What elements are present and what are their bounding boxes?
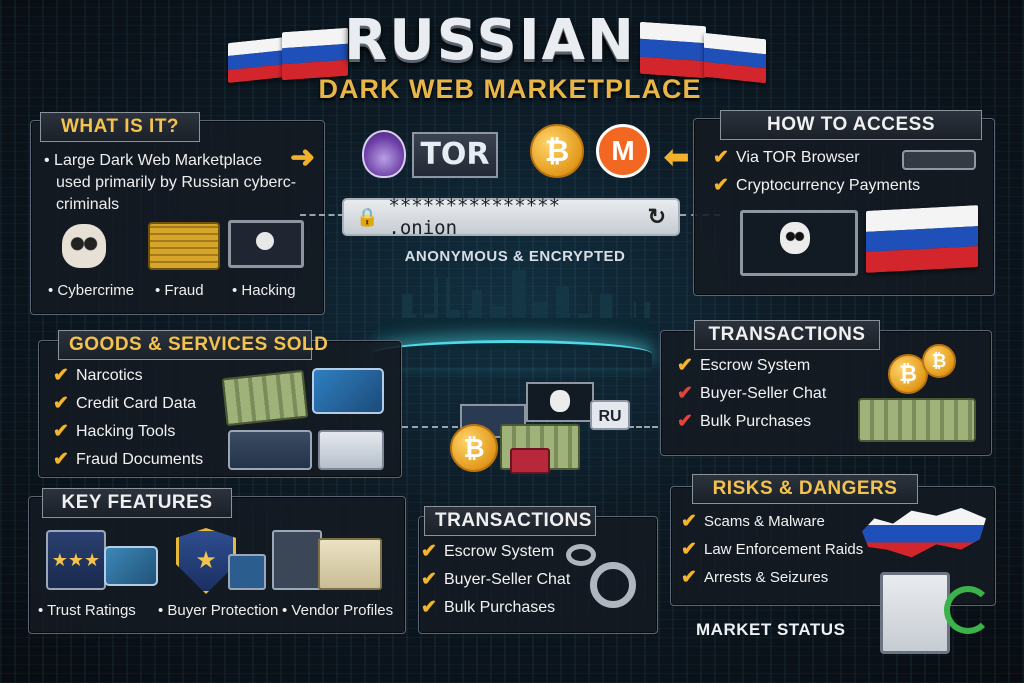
caption-vendor-profiles: • Vendor Profiles xyxy=(282,602,394,619)
russian-flag-icon xyxy=(640,21,706,79)
skull-icon xyxy=(780,222,810,254)
list-item: ✔Bulk Purchases xyxy=(420,594,570,622)
clipboard-icon xyxy=(880,572,950,654)
monero-icon: M xyxy=(596,124,650,178)
connector-line xyxy=(628,426,658,428)
tor-onion-icon xyxy=(362,130,406,178)
list-item: ✔Bulk Purchases xyxy=(676,408,826,436)
how-to-access-title: HOW TO ACCESS xyxy=(720,110,982,140)
page-title: RUSSIAN xyxy=(344,8,636,73)
caption-buyer-protection: • Buyer Protection xyxy=(158,602,279,619)
check-icon: ✔ xyxy=(421,569,437,590)
check-icon: ✔ xyxy=(53,449,69,470)
what-is-it-line-3: criminals xyxy=(56,196,120,213)
trust-rating-icon: ★★★ xyxy=(46,530,106,590)
transactions-center-list: ✔Escrow System ✔Buyer-Seller Chat ✔Bulk … xyxy=(420,538,570,622)
what-is-it-panel xyxy=(30,120,325,315)
tor-browser-icon xyxy=(902,150,976,170)
skull-icon xyxy=(62,224,106,268)
how-to-access-list: ✔Via TOR Browser ✔Cryptocurrency Payment… xyxy=(712,144,920,200)
money-icon xyxy=(221,369,309,427)
list-item: ✔Via TOR Browser xyxy=(712,144,920,172)
transactions-right-list: ✔Escrow System ✔Buyer-Seller Chat ✔Bulk … xyxy=(676,352,826,436)
arrow-right-icon: ➜ xyxy=(290,141,316,174)
id-card-icon xyxy=(228,430,312,470)
check-icon: ✔ xyxy=(421,541,437,562)
list-item: ✔Hacking Tools xyxy=(52,418,203,446)
connector-line xyxy=(300,214,344,216)
goods-title: GOODS & SERVICES SOLD xyxy=(58,330,328,360)
handcuffs-icon xyxy=(566,544,596,566)
list-item: ✔Buyer-Seller Chat xyxy=(676,380,826,408)
list-item: ✔Escrow System xyxy=(420,538,570,566)
check-icon: ✔ xyxy=(53,421,69,442)
bitcoin-icon: ₿ xyxy=(922,344,956,378)
risks-list: ✔Scams & Malware ✔Law Enforcement Raids … xyxy=(680,508,863,592)
document-icon xyxy=(318,538,382,590)
money-icon xyxy=(148,222,220,270)
onion-address-bar[interactable]: 🔒 *************** .onion ↻ xyxy=(342,195,680,239)
russian-flag-icon xyxy=(866,205,978,273)
list-item: ✔Law Enforcement Raids xyxy=(680,536,863,564)
bitcoin-icon: ₿ xyxy=(888,354,928,394)
list-item: ✔Buyer-Seller Chat xyxy=(420,566,570,594)
transactions-center-title: TRANSACTIONS xyxy=(424,506,596,536)
credit-card-icon xyxy=(104,546,158,586)
ru-chat-icon: RU xyxy=(590,400,630,430)
caption-trust-ratings: • Trust Ratings xyxy=(38,602,136,619)
check-icon: ✔ xyxy=(681,567,697,588)
what-is-it-title: WHAT IS IT? xyxy=(40,112,200,142)
what-is-it-line-1: • Large Dark Web Marketplace xyxy=(44,152,262,169)
list-item: ✔Fraud Documents xyxy=(52,446,203,474)
onion-address: *************** .onion xyxy=(388,195,561,239)
check-icon: ✔ xyxy=(53,365,69,386)
check-icon: ✔ xyxy=(53,393,69,414)
caption-hacking: • Hacking xyxy=(232,282,296,299)
russian-flag-icon xyxy=(282,27,348,81)
connector-line xyxy=(402,426,458,428)
id-card-icon xyxy=(318,430,384,470)
list-item: ✔Arrests & Seizures xyxy=(680,564,863,592)
list-item: ✔Scams & Malware xyxy=(680,508,863,536)
skull-icon xyxy=(256,232,274,250)
transactions-right-title: TRANSACTIONS xyxy=(694,320,880,350)
key-features-title: KEY FEATURES xyxy=(42,488,232,518)
check-icon: ✔ xyxy=(713,175,729,196)
check-icon: ✔ xyxy=(681,539,697,560)
check-icon: ✔ xyxy=(677,355,693,376)
bitcoin-icon: ₿ xyxy=(530,124,584,178)
check-icon: ✔ xyxy=(421,597,437,618)
check-icon: ✔ xyxy=(713,147,729,168)
russian-flag-icon xyxy=(228,36,286,84)
market-status-label: MARKET STATUS xyxy=(696,620,846,639)
caption-cybercrime: • Cybercrime xyxy=(48,282,135,299)
caption-fraud: • Fraud xyxy=(155,282,204,299)
what-is-it-line-2: used primarily by Russian cyberc- xyxy=(56,174,297,191)
lock-icon: 🔒 xyxy=(356,206,379,227)
check-icon: ✔ xyxy=(677,383,693,404)
list-item: ✔Cryptocurrency Payments xyxy=(712,172,920,200)
hand-money-icon xyxy=(858,398,976,442)
check-icon: ✔ xyxy=(677,411,693,432)
arrow-left-icon: ⬅ xyxy=(664,141,690,174)
skull-icon xyxy=(550,390,570,412)
risks-title: RISKS & DANGERS xyxy=(692,474,918,504)
list-item: ✔Credit Card Data xyxy=(52,390,203,418)
tor-label: TOR xyxy=(412,132,498,178)
handcuffs-icon xyxy=(590,562,636,608)
list-item: ✔Escrow System xyxy=(676,352,826,380)
credit-card-icon xyxy=(312,368,384,414)
globe-horizon xyxy=(372,340,652,368)
goods-list: ✔Narcotics ✔Credit Card Data ✔Hacking To… xyxy=(52,362,203,474)
vendor-profile-icon xyxy=(272,530,322,590)
refresh-icon[interactable]: ↻ xyxy=(647,204,666,229)
anonymous-tagline: ANONYMOUS & ENCRYPTED xyxy=(404,248,626,265)
id-card-icon xyxy=(228,554,266,590)
list-item: ✔Narcotics xyxy=(52,362,203,390)
refresh-icon xyxy=(944,586,992,634)
bitcoin-icon: ₿ xyxy=(450,424,498,472)
page-subtitle: DARK WEB MARKETPLACE xyxy=(318,74,702,104)
passport-icon xyxy=(510,448,550,474)
check-icon: ✔ xyxy=(681,511,697,532)
